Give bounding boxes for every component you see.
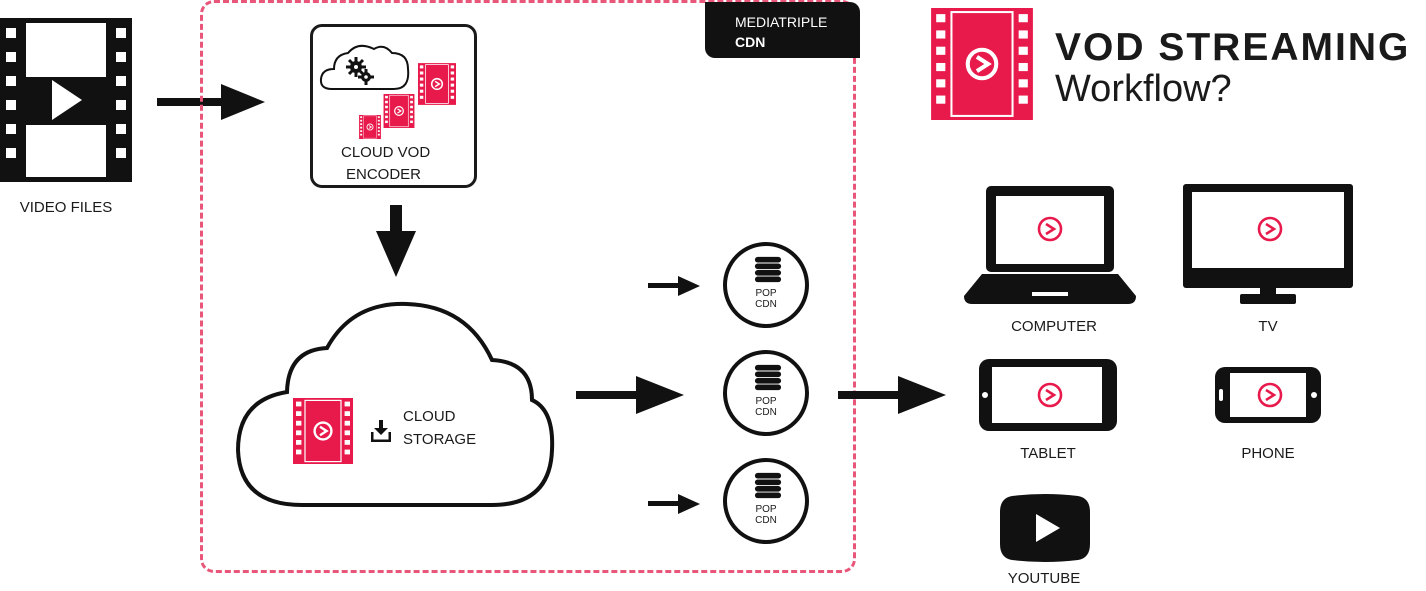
youtube-label: YOUTUBE (1007, 570, 1081, 587)
vod-logo-icon (926, 8, 1038, 120)
arrow-to-pop-top (648, 276, 700, 296)
cdn-tag-line2: CDN (735, 34, 766, 50)
database-icon (754, 256, 782, 284)
title-line1: VOD STREAMING (1055, 26, 1411, 69)
arrow-to-storage (376, 205, 416, 277)
database-icon (754, 364, 782, 392)
tv-label: TV (1258, 318, 1278, 335)
arrow-to-devices (838, 376, 946, 414)
tablet-icon (979, 359, 1117, 431)
cloud-vod-encoder-box: CLOUD VOD ENCODER (310, 24, 477, 188)
pop-cdn-node: POP CDN (723, 350, 809, 436)
tv-icon (1183, 184, 1353, 304)
download-icon (371, 420, 391, 442)
pop-label-line1: POP (755, 396, 777, 407)
video-files-label: VIDEO FILES (19, 199, 113, 216)
encoder-label-line2: ENCODER (346, 166, 422, 183)
pop-label-line2: CDN (755, 515, 777, 526)
encoded-film-icon (358, 115, 382, 139)
arrow-to-pop-middle (576, 376, 684, 414)
title-line2: Workflow? (1055, 68, 1232, 110)
pop-label-line2: CDN (755, 299, 777, 310)
pop-cdn-node: POP CDN (723, 242, 809, 328)
encoded-film-icon (383, 94, 415, 128)
pop-label-line2: CDN (755, 407, 777, 418)
pop-cdn-node: POP CDN (723, 458, 809, 544)
storage-label-line2: STORAGE (403, 431, 477, 448)
encoded-film-icon (418, 63, 456, 105)
cdn-tag-line1: MEDIATRIPLE (735, 14, 828, 30)
play-logo-icon (1255, 214, 1285, 244)
cdn-tag: MEDIATRIPLE CDN (705, 2, 860, 58)
mediatriple-cdn-container (200, 0, 856, 573)
laptop-icon (964, 186, 1136, 304)
computer-label: COMPUTER (1011, 318, 1097, 335)
arrow-to-encoder (157, 84, 265, 120)
stored-film-icon (290, 398, 356, 464)
youtube-icon (1000, 494, 1090, 562)
storage-label-line1: CLOUD (403, 408, 456, 425)
tablet-label: TABLET (1020, 445, 1076, 462)
play-logo-icon (1035, 214, 1065, 244)
pop-label-line1: POP (755, 504, 777, 515)
play-logo-icon (1035, 380, 1065, 410)
phone-label: PHONE (1241, 445, 1295, 462)
encoder-label-line1: CLOUD VOD (341, 144, 431, 161)
film-strip-play-icon (0, 18, 132, 182)
pop-label-line1: POP (755, 288, 777, 299)
play-logo-icon (1255, 380, 1285, 410)
cloud-gears-icon (319, 44, 410, 90)
arrow-to-pop-bottom (648, 494, 700, 514)
cloud-storage-shape (235, 301, 555, 507)
database-icon (754, 472, 782, 500)
phone-icon (1215, 367, 1321, 423)
